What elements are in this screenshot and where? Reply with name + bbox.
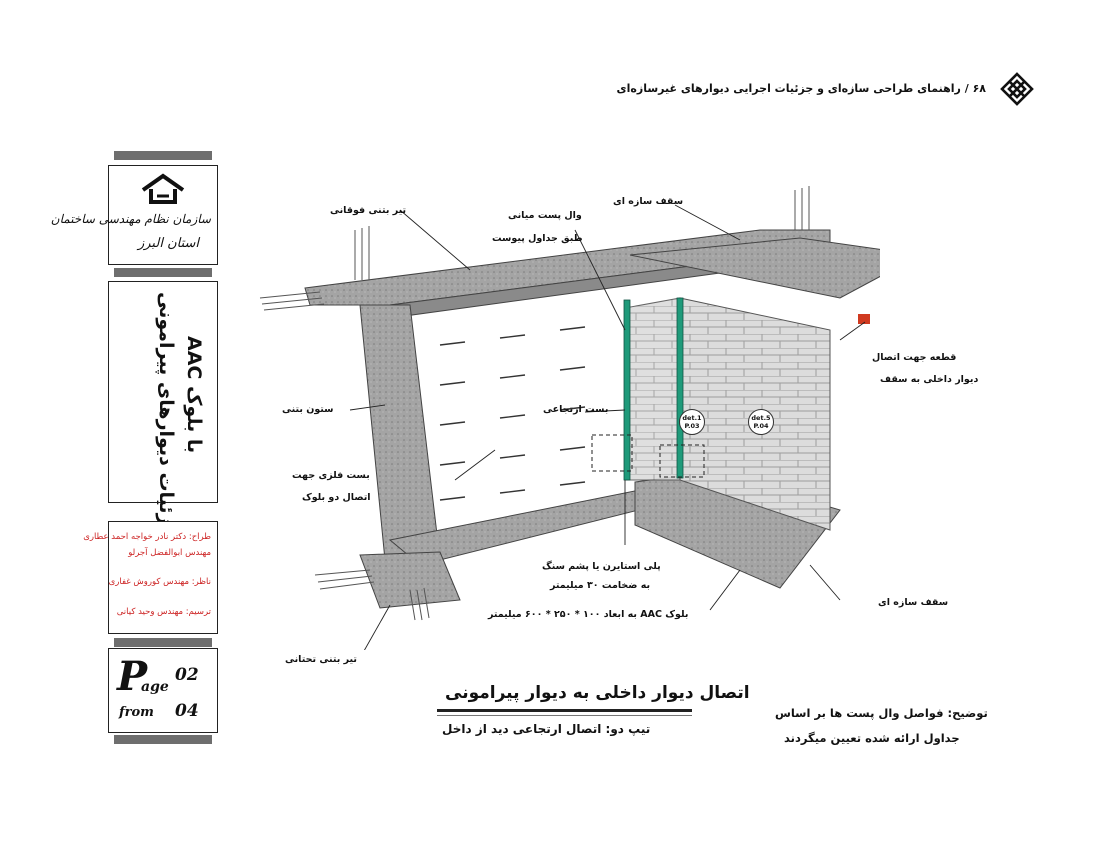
sidebar-bar [114,735,212,744]
label-ground-beam: تیر بتنی تحتانی [285,654,357,665]
label-partition-post: وال پست میانی [508,210,582,221]
detail-box-2 [659,444,705,478]
org-name-line1: سازمان نظام مهندسی ساختمان [50,212,211,226]
page-number: 02 [175,665,199,685]
page-total: 04 [175,701,199,721]
sidebar-bar [114,268,212,277]
metal-clamps [439,326,586,501]
leader-lines [349,204,866,650]
title-box: جزئیات دیوارهای پیرامونی با بلوک AAC [108,281,218,539]
note-line-2: جداول ارائه شده تعیین میگردند [784,731,960,745]
house-emblem-icon [141,173,185,204]
label-height-band: بست ارتجاعی [543,404,609,415]
label-foam-strip: پلی استایرن یا پشم سنگ [542,561,661,572]
label-partition-post-ref: طبق جداول پیوست [492,233,583,244]
sheet-title-line1: جزئیات دیوارهای پیرامونی [155,292,177,540]
label-roof-connection-piece-2: دیوار داخلی به سقف [880,374,979,385]
sidebar-bar [114,638,212,647]
label-foam-strip-2: به ضخامت ۳۰ میلیمتر [550,580,651,591]
detail-callout-1-ref: P.03 [684,422,700,430]
label-aac-block: بلوک AAC به ابعاد ۱۰۰ * ۲۵۰ * ۶۰۰ میلیمت… [488,609,689,620]
title-rule-thin [437,715,692,716]
knot-emblem-icon [1000,72,1034,106]
drawing-subtitle: تیپ دو: اتصال ارتجاعی دید از داخل [442,722,651,736]
wall-connection-diagram [259,186,880,650]
detail-callout-1-name: det.1 [682,414,702,422]
label-concrete-column: ستون بتنی [282,404,334,415]
wall-post-1 [623,299,631,481]
page-letter: P [117,653,148,700]
note-line-1: توضیح: فواصل وال پست ها بر اساس [775,706,988,720]
credit-supervisor: ناظر: مهندس کوروش غفاری [108,577,211,587]
detail-callout-2: det.5 P.04 [748,409,774,435]
page-word: age [141,679,169,695]
title-rule [437,709,692,712]
ground-beam-block [359,551,461,609]
top-roof-slab [629,237,880,299]
sidebar-bar [114,151,212,160]
detail-box-1 [591,434,633,472]
label-structural-floor-bottom: سقف سازه ای [878,597,949,608]
drawing-title: اتصال دیوار داخلی به دیوار پیرامونی [445,683,750,703]
sheet-title-line2: با بلوک AAC [183,336,205,454]
credits-box: طراح: دکتر نادر خواجه احمد عطاری مهندس ا… [83,521,218,634]
org-name-line2: استان البرز [137,236,199,251]
roof-connection-bracket [858,314,870,324]
label-roof-connection-piece: قطعه جهت اتصال [872,352,957,363]
label-metal-clamp-2: اتصال دو بلوک [302,492,371,503]
label-structural-roof-top: سقف سازه ای [613,196,684,207]
page-box: P age from 02 04 [108,648,218,733]
detail-callout-2-name: det.5 [751,414,771,422]
page-header: ۶۸ / راهنمای طراحی سازه‌ای و جزئیات اجرا… [617,72,1050,108]
label-metal-clamp: بست فلزی جهت [292,470,370,481]
rebars [259,186,810,621]
detail-callout-2-ref: P.04 [753,422,769,430]
credit-drafter: ترسیم: مهندس وحید کیانی [116,607,211,617]
header-text: ۶۸ / راهنمای طراحی سازه‌ای و جزئیات اجرا… [616,82,986,95]
credit-designer: طراح: دکتر نادر خواجه احمد عطاری [83,532,211,542]
concrete-column [359,304,441,561]
from-word: from [119,705,154,720]
detail-callout-1: det.1 P.03 [679,409,705,435]
credit-designer-2: مهندس ابوالفضل آجرلو [128,548,211,558]
wall-post-2 [676,297,684,479]
org-box: سازمان نظام مهندسی ساختمان استان البرز [51,165,218,265]
aac-block-wall-side [624,297,681,481]
label-top-beam: تیر بتنی فوقانی [330,205,407,216]
